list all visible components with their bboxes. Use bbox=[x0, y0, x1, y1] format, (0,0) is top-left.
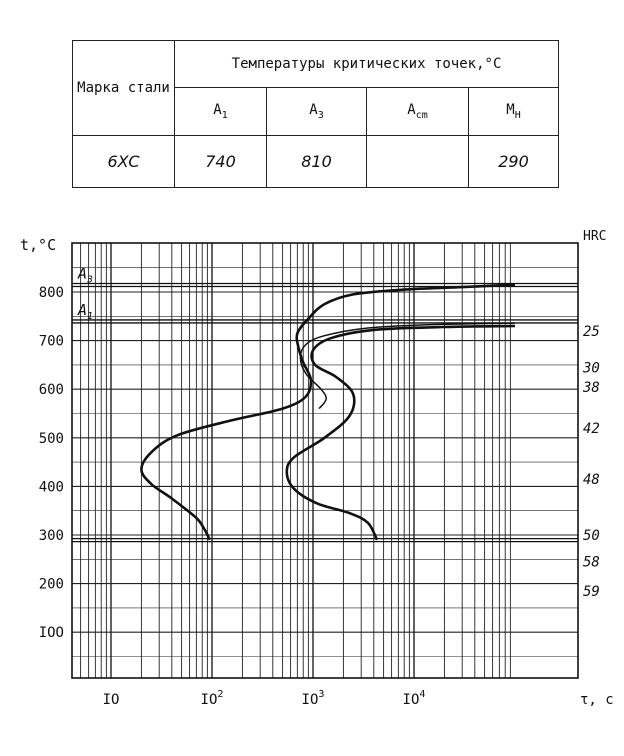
y-tick-label: 400 bbox=[39, 479, 64, 495]
col-acm-sub: cm bbox=[415, 109, 428, 121]
col-a3-base: A bbox=[309, 102, 318, 119]
col-mh-header: MH bbox=[467, 87, 560, 136]
y-tick-label: IOO bbox=[39, 625, 64, 641]
x-axis-label: τ, c bbox=[580, 692, 614, 708]
steel-grade-header: Марка стали bbox=[72, 40, 175, 136]
x-tick-label: IO bbox=[103, 692, 120, 708]
critical-temps-unit: °C bbox=[484, 56, 502, 72]
critical-label-A1: A1 bbox=[77, 301, 93, 322]
critical-points-table: Марка стали Температуры критических точе… bbox=[72, 40, 560, 188]
critical-temps-title: Температуры критических точек, bbox=[231, 56, 485, 72]
transformation-curve-2 bbox=[285, 324, 516, 541]
mh-value-cell: 290 bbox=[467, 135, 560, 188]
plot-frame bbox=[71, 242, 579, 679]
y-tick-label: 800 bbox=[39, 285, 64, 301]
critical-temps-header: Температуры критических точек,°C bbox=[173, 40, 560, 88]
y-tick-label: 700 bbox=[39, 334, 64, 350]
a1-value-cell: 740 bbox=[174, 135, 267, 188]
x-tick-label: IO2 bbox=[201, 689, 224, 708]
col-acm-base: A bbox=[407, 102, 416, 119]
transformation-curve-3 bbox=[299, 322, 516, 410]
y-tick-label: 600 bbox=[39, 382, 64, 398]
steel-grade-cell: 6XC bbox=[72, 135, 175, 188]
hardness-value: 59 bbox=[583, 584, 600, 600]
col-a3-sub: 3 bbox=[317, 109, 324, 121]
hardness-value: 42 bbox=[583, 421, 600, 437]
hrc-label: HRC bbox=[583, 229, 606, 244]
transformation-curve-1 bbox=[140, 283, 516, 541]
y-tick-label: 300 bbox=[39, 528, 64, 544]
col-a1-header: A1 bbox=[174, 87, 267, 136]
col-mh-base: M bbox=[506, 102, 515, 119]
a3-value-cell: 810 bbox=[266, 135, 367, 188]
hardness-value: 48 bbox=[583, 472, 600, 488]
y-axis-label: t,°C bbox=[20, 236, 56, 254]
hardness-value: 38 bbox=[582, 380, 600, 396]
col-a1-base: A bbox=[213, 102, 222, 119]
hardness-value: 58 bbox=[583, 555, 600, 571]
hardness-value: 50 bbox=[583, 528, 600, 544]
col-mh-sub: H bbox=[514, 109, 521, 121]
col-a1-sub: 1 bbox=[221, 109, 228, 121]
hardness-value: 25 bbox=[583, 324, 600, 340]
col-a3-header: A3 bbox=[266, 87, 367, 136]
y-tick-label: 500 bbox=[39, 431, 64, 447]
x-tick-label: IO3 bbox=[302, 689, 325, 708]
y-tick-label: 200 bbox=[39, 577, 64, 593]
x-tick-label: IO4 bbox=[403, 689, 426, 708]
hardness-value: 30 bbox=[582, 360, 600, 376]
